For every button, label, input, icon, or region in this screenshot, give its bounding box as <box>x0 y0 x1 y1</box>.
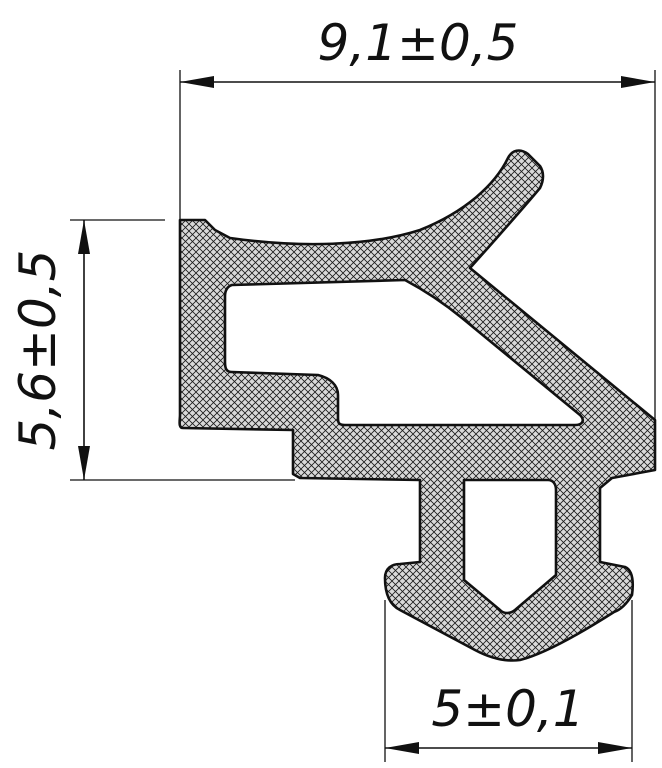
base-arrow-left <box>385 742 419 754</box>
base-arrow-right <box>598 742 632 754</box>
seal-profile-section <box>178 149 657 662</box>
width-arrow-left <box>180 76 214 88</box>
overall-height-label: 5,6±0,5 <box>9 250 67 451</box>
base-width-label: 5±0,1 <box>431 680 584 738</box>
height-arrow-bottom <box>78 446 90 480</box>
overall-width-label: 9,1±0,5 <box>318 14 519 72</box>
width-arrow-right <box>621 76 655 88</box>
height-arrow-top <box>78 220 90 254</box>
